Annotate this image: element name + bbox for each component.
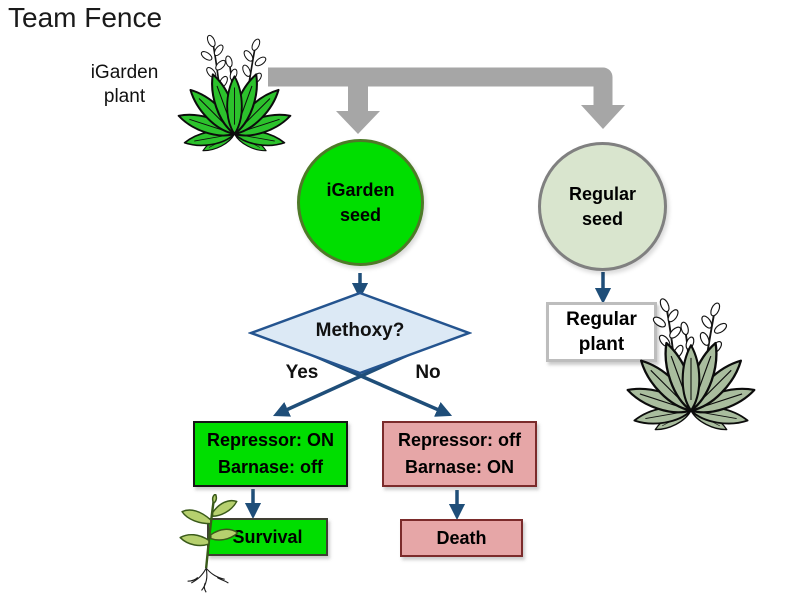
igarden-plant-icon xyxy=(177,34,292,152)
repressor-on-line1: Repressor: ON xyxy=(206,430,335,450)
regular-seed-line2: seed xyxy=(581,208,624,229)
repressor-off-line2: Barnase: ON xyxy=(404,457,515,477)
regular-seed-line1: Regular xyxy=(568,183,637,204)
regular-plant-line2: plant xyxy=(578,334,625,355)
decision-diamond-shape xyxy=(248,291,472,375)
repressor-on-line2: Barnase: off xyxy=(217,457,324,477)
node-survival: Survival xyxy=(207,518,328,556)
branch-label-no: No xyxy=(415,362,441,383)
regular-plant-line1: Regular xyxy=(566,309,637,330)
decision-methoxy-label: Methoxy? xyxy=(315,320,405,341)
node-repressor-off: Repressor: off Barnase: ON xyxy=(382,421,537,487)
page-title: Team Fence xyxy=(8,2,163,33)
igarden-plant-label: iGarden plant xyxy=(62,61,187,109)
survival-label: Survival xyxy=(232,526,303,547)
death-label: Death xyxy=(436,527,487,548)
node-regular-seed: Regular seed xyxy=(538,142,667,271)
gray-connector-bar xyxy=(268,67,613,107)
node-death: Death xyxy=(400,519,523,557)
branch-label-yes: Yes xyxy=(285,362,319,383)
leaf-rosette xyxy=(626,341,756,431)
igarden-plant-label-line2: plant xyxy=(103,86,146,107)
gray-arrowhead-right xyxy=(581,105,625,129)
igarden-plant-label-line1: iGarden xyxy=(90,62,159,83)
node-repressor-on: Repressor: ON Barnase: off xyxy=(193,421,348,487)
igarden-seed-line2: seed xyxy=(339,204,382,225)
igarden-seed-line1: iGarden xyxy=(326,179,395,200)
seedling-icon xyxy=(179,494,239,593)
leaf-rosette xyxy=(177,73,292,152)
repressor-off-line1: Repressor: off xyxy=(397,430,522,450)
node-igarden-seed: iGarden seed xyxy=(297,139,424,266)
gray-arrowhead-left xyxy=(336,111,380,134)
node-regular-plant: Regular plant xyxy=(546,302,657,362)
regular-plant-icon xyxy=(626,298,756,431)
